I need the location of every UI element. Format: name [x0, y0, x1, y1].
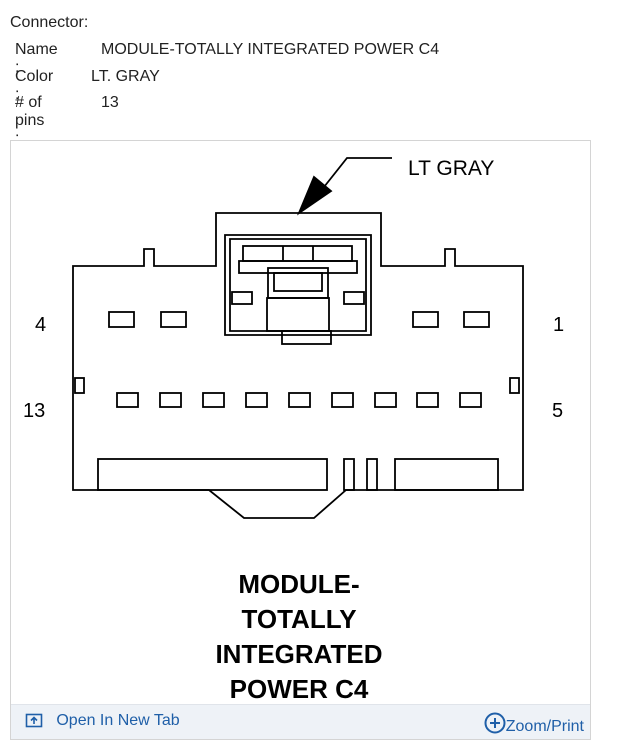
connector-diagram[interactable]: LT GRAY 4 1 13 5 MODULE- T — [11, 141, 590, 706]
pins-top-cavity — [412, 311, 439, 328]
latch-bar-top — [242, 245, 353, 262]
pins-value: 13 — [101, 94, 119, 111]
name-value: MODULE-TOTALLY INTEGRATED POWER C4 — [101, 41, 440, 58]
pin-label-13: 13 — [23, 400, 45, 422]
connector-diagram-panel: LT GRAY 4 1 13 5 MODULE- T — [10, 140, 591, 740]
pin-label-5: 5 — [552, 400, 563, 422]
pins-top-cavity — [463, 311, 490, 328]
zoom-plus-icon — [484, 712, 506, 734]
latch-bar-mid — [238, 260, 358, 274]
open-in-new-tab-link[interactable]: Open In New Tab — [25, 712, 180, 730]
open-new-tab-icon — [25, 713, 43, 728]
pins-bottom-cavity — [116, 392, 139, 408]
color-callout-leader — [323, 157, 392, 188]
pins-label: # of pins : — [15, 94, 45, 147]
rail-left — [97, 458, 328, 491]
pins-bottom-cavity — [159, 392, 182, 408]
pin-label-1: 1 — [553, 314, 564, 336]
caption-line-3: INTEGRATED — [215, 639, 382, 669]
pins-top-cavity — [108, 311, 135, 328]
pins-bottom-cavity — [245, 392, 268, 408]
diagram-footer: Open In New Tab Zoom/Print — [11, 704, 590, 739]
side-key-right — [509, 377, 520, 394]
caption-line-1: MODULE- — [238, 569, 359, 599]
open-in-new-tab-label: Open In New Tab — [56, 712, 180, 729]
color-label: Color : — [15, 68, 54, 103]
pins-bottom-cavity — [288, 392, 311, 408]
pins-bottom-cavity — [374, 392, 397, 408]
connector-heading: Connector: — [10, 14, 89, 31]
rail-right — [394, 458, 499, 491]
latch-lower — [266, 297, 330, 332]
pins-bottom-cavity — [202, 392, 225, 408]
pins-bottom-cavity — [331, 392, 354, 408]
pin-row-bottom — [116, 392, 482, 408]
latch-tab — [281, 330, 332, 345]
side-key-left — [74, 377, 85, 394]
color-value: LT. GRAY — [91, 68, 160, 85]
caption-line-4: POWER C4 — [230, 674, 369, 704]
pin-label-4: 4 — [35, 314, 46, 336]
pin-row-top — [108, 311, 490, 328]
pins-bottom-cavity — [416, 392, 439, 408]
zoom-print-link[interactable]: Zoom/Print — [484, 712, 584, 736]
color-callout-arrow — [296, 175, 333, 216]
caption-line-2: TOTALLY — [241, 604, 356, 634]
pins-top-cavity — [160, 311, 187, 328]
color-callout-label: LT GRAY — [408, 157, 494, 180]
zoom-print-label: Zoom/Print — [505, 718, 584, 735]
pins-bottom-cavity — [459, 392, 482, 408]
latch-frame — [224, 234, 372, 336]
name-label: Name : — [15, 41, 58, 76]
connector-body — [72, 212, 524, 519]
